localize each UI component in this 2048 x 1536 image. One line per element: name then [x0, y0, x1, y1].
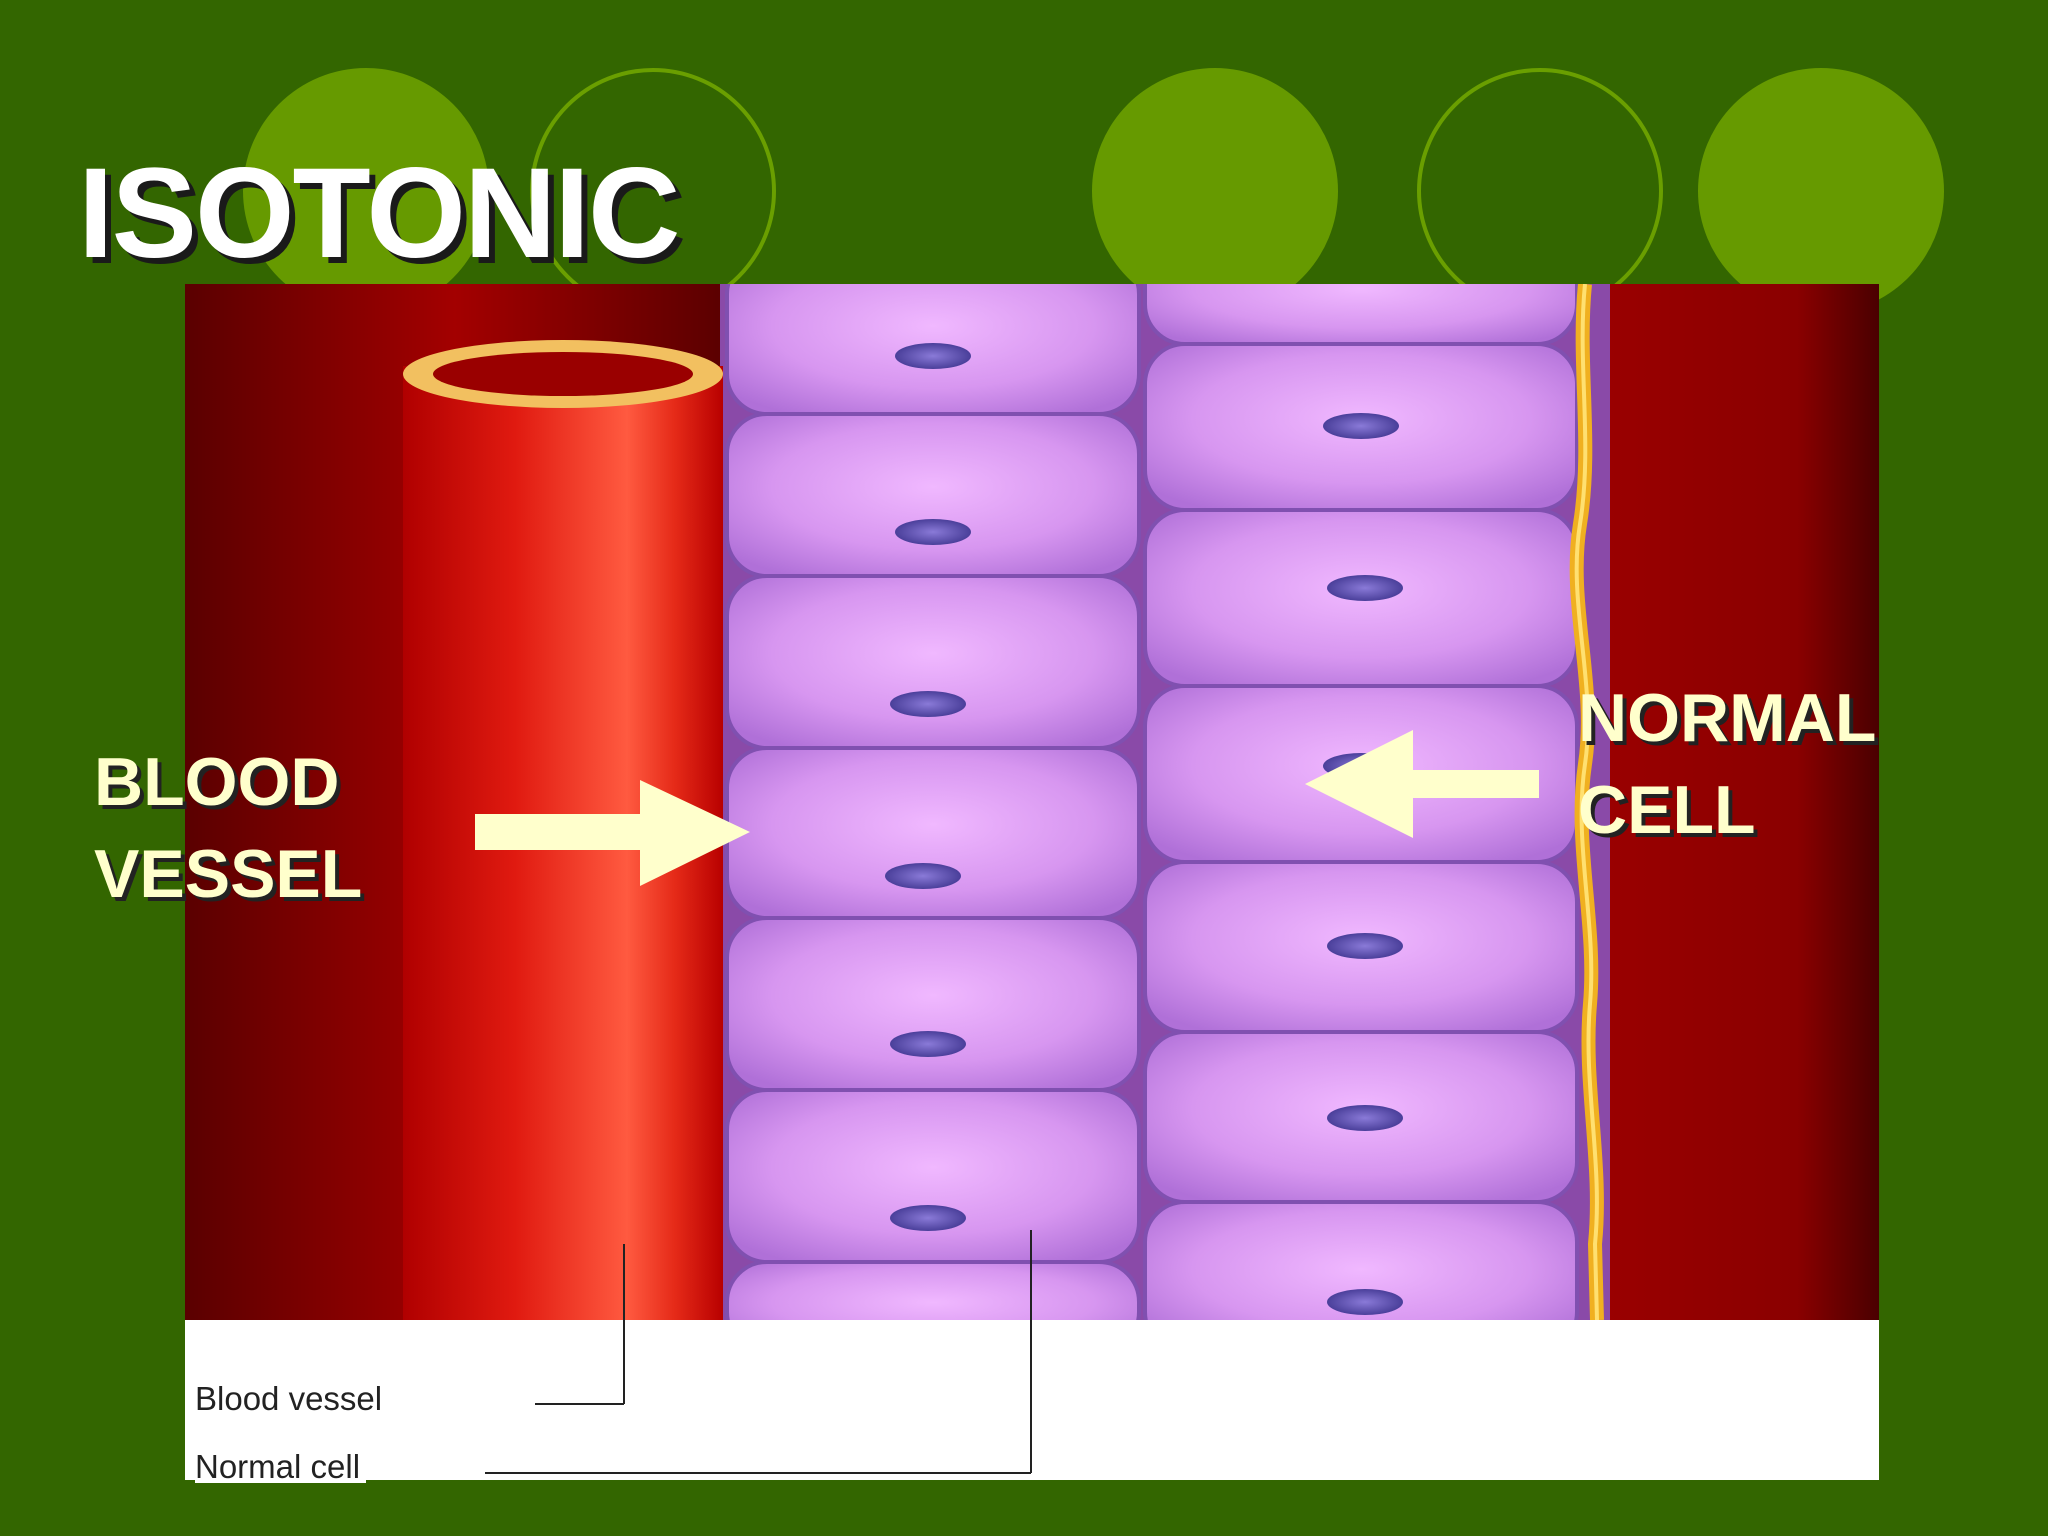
cell — [725, 574, 1141, 750]
caption-normal-cell: Normal cell — [195, 1450, 367, 1483]
nucleus — [895, 519, 971, 545]
cell — [725, 412, 1141, 578]
callout-blood-vessel-line1: BLOOD — [94, 744, 340, 820]
caption-area: Blood vessel Normal cell — [185, 1320, 1879, 1483]
nucleus — [890, 1205, 966, 1231]
cell — [725, 916, 1141, 1092]
decor-circle-5 — [1698, 68, 1944, 314]
callout-normal-cell-line2: CELL — [1578, 772, 1756, 848]
cell — [1143, 284, 1579, 346]
nucleus — [1327, 933, 1403, 959]
callout-normal-cell: NORMAL CELL — [1578, 672, 1876, 856]
tissue-illustration — [185, 284, 1879, 1320]
cell — [725, 746, 1141, 920]
cell-column-right — [1143, 284, 1579, 1320]
leader-lines — [485, 1320, 1032, 1474]
nucleus — [890, 691, 966, 717]
callout-blood-vessel: BLOOD VESSEL — [94, 736, 362, 920]
nucleus — [1323, 413, 1399, 439]
cell — [725, 1088, 1141, 1264]
decor-circle-1 — [243, 68, 489, 314]
cell-column-left — [725, 284, 1141, 1320]
caption-blood-vessel: Blood vessel — [195, 1382, 389, 1415]
cell — [725, 1260, 1141, 1320]
arrow-left-icon — [1305, 730, 1539, 838]
right-tissue — [1605, 284, 1879, 1320]
nucleus — [895, 343, 971, 369]
nucleus — [1327, 1105, 1403, 1131]
callout-blood-vessel-line2: VESSEL — [94, 836, 363, 912]
arrow-right-icon — [475, 780, 750, 886]
nucleus — [890, 1031, 966, 1057]
cell — [1143, 1200, 1579, 1320]
nucleus — [1327, 1289, 1403, 1315]
membrane-highlight — [1574, 284, 1599, 1320]
decor-circle-4 — [1417, 68, 1663, 314]
callout-normal-cell-line1: NORMAL — [1578, 680, 1877, 756]
decor-circle-3 — [1092, 68, 1338, 314]
slide-title: ISOTONIC — [78, 142, 680, 285]
nucleus — [1327, 575, 1403, 601]
nucleus — [885, 863, 961, 889]
isotonic-figure: Blood vessel Normal cell — [185, 284, 1879, 1483]
